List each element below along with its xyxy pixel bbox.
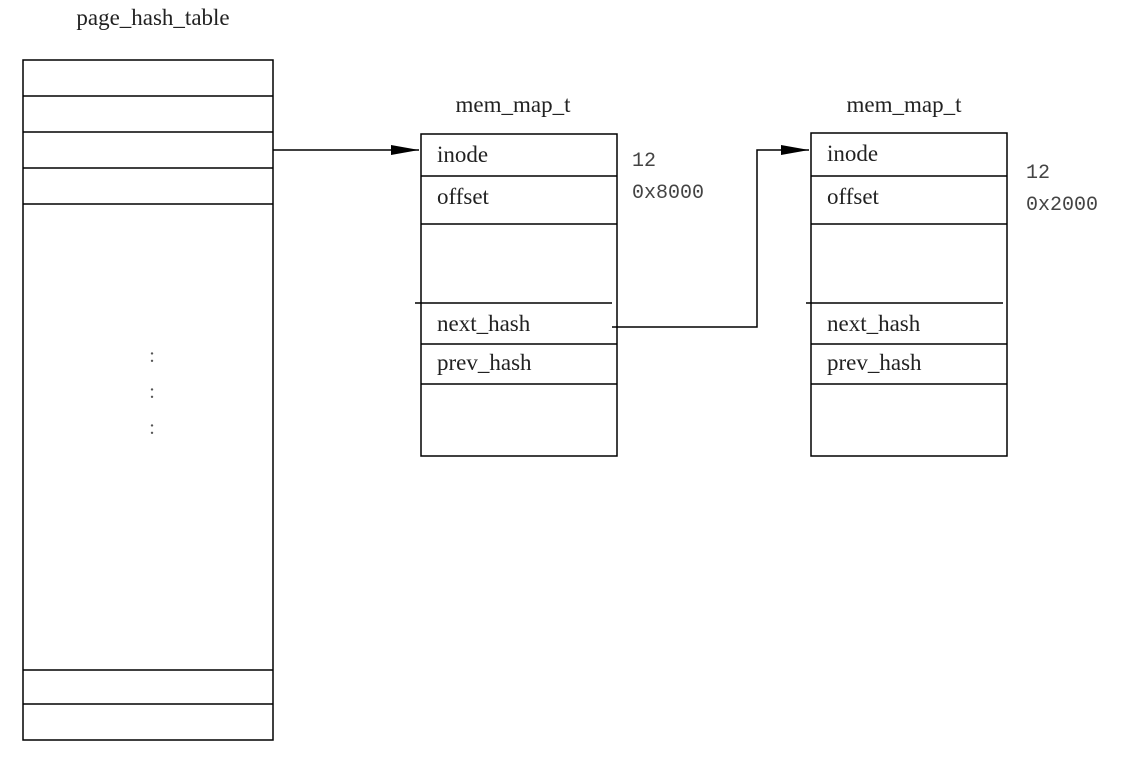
struct-frame xyxy=(420,133,618,457)
field-prev-hash: prev_hash xyxy=(827,350,922,375)
next-hash-to-struct-2-arrow xyxy=(612,145,809,328)
page-hash-table: page_hash_table : : : xyxy=(22,5,274,741)
mem-map-struct-title: mem_map_t xyxy=(847,92,963,117)
mem-map-struct-title: mem_map_t xyxy=(456,92,572,117)
field-offset: offset xyxy=(437,184,490,209)
hash-table-frame xyxy=(22,59,274,741)
mem-map-struct-1: mem_map_t inode offset next_hash prev_ha… xyxy=(415,92,704,457)
field-next-hash: next_hash xyxy=(437,311,531,336)
field-inode: inode xyxy=(437,142,488,167)
offset-value: 0x2000 xyxy=(1026,194,1098,217)
hash-table-ellipsis: : xyxy=(149,381,155,403)
inode-value: 12 xyxy=(1026,162,1050,185)
field-prev-hash: prev_hash xyxy=(437,350,532,375)
field-offset: offset xyxy=(827,184,880,209)
inode-value: 12 xyxy=(632,150,656,173)
field-next-hash: next_hash xyxy=(827,311,921,336)
page-hash-table-title: page_hash_table xyxy=(76,5,229,30)
struct-frame xyxy=(810,132,1008,457)
hash-table-ellipsis: : xyxy=(149,417,155,439)
field-inode: inode xyxy=(827,141,878,166)
mem-map-struct-2: mem_map_t inode offset next_hash prev_ha… xyxy=(806,92,1098,457)
offset-value: 0x8000 xyxy=(632,182,704,205)
hash-table-ellipsis: : xyxy=(149,345,155,367)
